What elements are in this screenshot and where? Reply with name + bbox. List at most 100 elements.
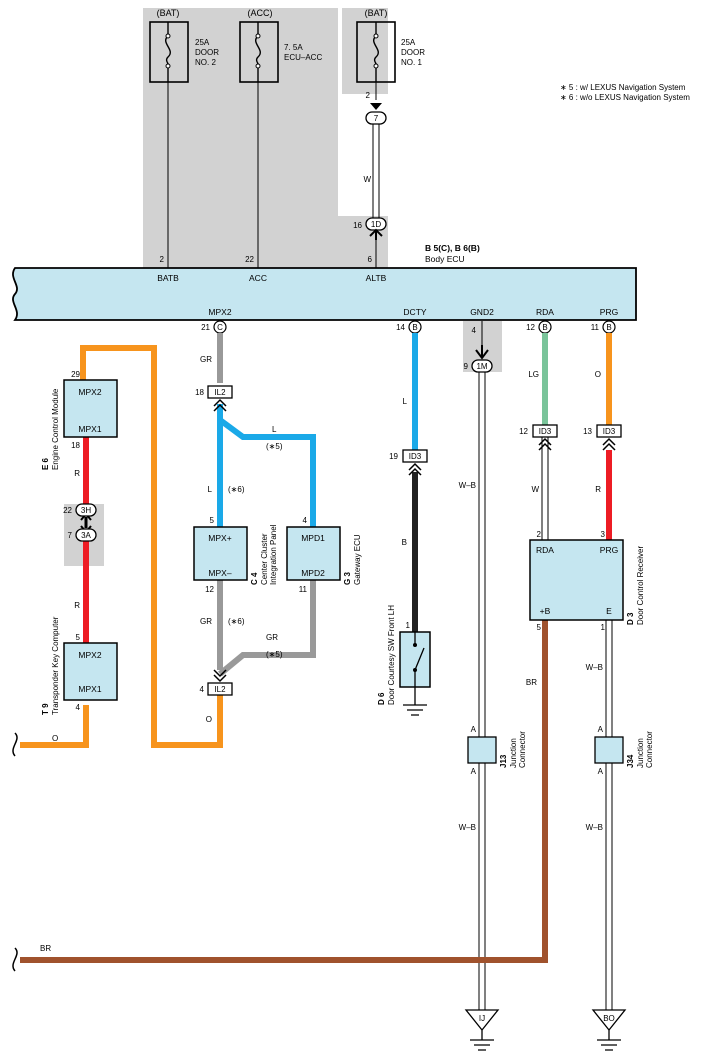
ground-ij: IJ <box>464 1009 500 1051</box>
fuse-name: NO. 1 <box>401 58 422 67</box>
svg-text:12: 12 <box>205 585 214 594</box>
wire-note: (∗6) <box>228 485 245 494</box>
wire-color-label: W–B <box>586 663 603 672</box>
wire-color-label: GR <box>200 355 212 364</box>
ecu-terminal: PRG <box>600 307 618 317</box>
wire-color-label: GR <box>200 617 212 626</box>
svg-text:19: 19 <box>389 452 398 461</box>
ecu-terminal: DCTY <box>403 307 426 317</box>
svg-text:Integration Panel: Integration Panel <box>269 524 278 585</box>
svg-text:D 6: D 6 <box>377 692 386 705</box>
svg-text:T 9: T 9 <box>41 703 50 715</box>
fuse-source: (BAT) <box>157 8 180 18</box>
ecu-pin-circles: C 21 B 14 4 B 12 B 11 <box>201 320 616 335</box>
ecu-terminal: MPX2 <box>208 307 231 317</box>
svg-text:Connector: Connector <box>518 731 527 768</box>
ecu-terminal: ALTB <box>366 273 387 283</box>
wire-color-label: W–B <box>459 823 476 832</box>
svg-text:E 6: E 6 <box>41 457 50 470</box>
svg-text:22: 22 <box>63 506 72 515</box>
shaded-areas <box>64 8 502 566</box>
svg-text:1M: 1M <box>476 362 487 371</box>
ecu-terminal: GND2 <box>470 307 494 317</box>
svg-text:2: 2 <box>537 530 542 539</box>
fuse-source: (BAT) <box>365 8 388 18</box>
svg-text:3A: 3A <box>81 531 91 540</box>
svg-text:3H: 3H <box>81 506 91 515</box>
wire-color-label: R <box>74 601 80 610</box>
component-g3: MPD1 MPD2 4 11 G 3 Gateway ECU <box>286 516 362 594</box>
svg-text:MPD1: MPD1 <box>301 533 325 543</box>
ecu-code: B 5(C), B 6(B) <box>425 243 480 253</box>
wire-note: (∗6) <box>228 617 245 626</box>
svg-text:21: 21 <box>201 323 210 332</box>
svg-text:MPX–: MPX– <box>208 568 231 578</box>
connector-1m: 1M 9 <box>464 345 493 373</box>
wire-color-label: L <box>272 425 277 434</box>
svg-text:3: 3 <box>601 530 606 539</box>
wire-color-label: L <box>403 397 408 406</box>
svg-text:Connector: Connector <box>645 731 654 768</box>
wire-color-label: GR <box>266 633 278 642</box>
svg-text:1: 1 <box>601 623 606 632</box>
wire-color-label: O <box>595 370 601 379</box>
wire-color-label: LG <box>528 370 539 379</box>
svg-text:4: 4 <box>76 703 81 712</box>
svg-text:11: 11 <box>591 323 600 332</box>
connector-7: 7 <box>365 103 387 125</box>
svg-text:4: 4 <box>200 685 205 694</box>
connector-3h: 3H 22 <box>63 503 97 517</box>
pin-number: 6 <box>368 255 373 264</box>
fuse-source: (ACC) <box>248 8 273 18</box>
component-j13: A A J13 Junction Connector <box>467 725 527 776</box>
pin-number: 16 <box>353 221 362 230</box>
component-t9: MPX2 MPX1 5 4 T 9 Transponder Key Comput… <box>41 616 118 715</box>
ecu-terminal: ACC <box>249 273 267 283</box>
svg-text:IJ: IJ <box>479 1014 485 1023</box>
svg-text:Junction: Junction <box>509 738 518 768</box>
wire-note: (∗5) <box>266 650 283 659</box>
svg-text:Engine Control Module: Engine Control Module <box>51 388 60 470</box>
component-d3: RDA PRG +B E 2 3 5 1 D 3 Door Control Re… <box>529 530 645 632</box>
component-d6: 1 D 6 Door Courtesy SW Front LH <box>377 605 431 716</box>
wire-color-label: O <box>206 715 212 724</box>
svg-text:14: 14 <box>396 323 405 332</box>
fuse-door-no1: (BAT) 25A DOOR NO. 1 <box>356 8 425 83</box>
svg-text:MPX+: MPX+ <box>208 533 231 543</box>
wire-color-label: W–B <box>586 823 603 832</box>
svg-text:J13: J13 <box>499 754 508 768</box>
body-ecu-box: BATB ACC ALTB MPX2 DCTY GND2 RDA PRG <box>12 267 637 321</box>
svg-text:A: A <box>471 725 477 734</box>
svg-text:12: 12 <box>519 427 528 436</box>
svg-text:12: 12 <box>526 323 535 332</box>
svg-text:29: 29 <box>71 370 80 379</box>
pin-number: 2 <box>160 255 165 264</box>
note-line: ∗ 5 : w/ LEXUS Navigation System <box>560 83 686 92</box>
wire-color-label: L <box>208 485 213 494</box>
svg-text:Transponder Key Computer: Transponder Key Computer <box>51 616 60 715</box>
svg-text:1: 1 <box>406 621 411 630</box>
svg-text:D 3: D 3 <box>626 612 635 625</box>
svg-text:IL2: IL2 <box>214 388 226 397</box>
wire-color-label: R <box>74 469 80 478</box>
fuse-rating: 7. 5A <box>284 43 303 52</box>
svg-text:MPX1: MPX1 <box>78 424 101 434</box>
svg-text:A: A <box>598 725 604 734</box>
fuse-name: DOOR <box>195 48 219 57</box>
connector-1d: 1D <box>365 217 387 240</box>
wire-color-label: R <box>595 485 601 494</box>
fuse-rating: 25A <box>195 38 210 47</box>
connector-id3-rda: ID3 12 <box>519 424 558 451</box>
component-c4: MPX+ MPX– 5 12 C 4 Center Cluster Integr… <box>193 516 278 594</box>
svg-text:Door Control Receiver: Door Control Receiver <box>636 546 645 625</box>
pin-number: 22 <box>245 255 254 264</box>
svg-text:BO: BO <box>603 1014 615 1023</box>
ecu-terminal: BATB <box>157 273 179 283</box>
svg-text:13: 13 <box>583 427 592 436</box>
svg-text:IL2: IL2 <box>214 685 226 694</box>
svg-text:4: 4 <box>472 326 477 335</box>
svg-text:18: 18 <box>195 388 204 397</box>
pin-number: 2 <box>366 91 371 100</box>
svg-text:PRG: PRG <box>600 545 618 555</box>
wire-note: (∗5) <box>266 442 283 451</box>
